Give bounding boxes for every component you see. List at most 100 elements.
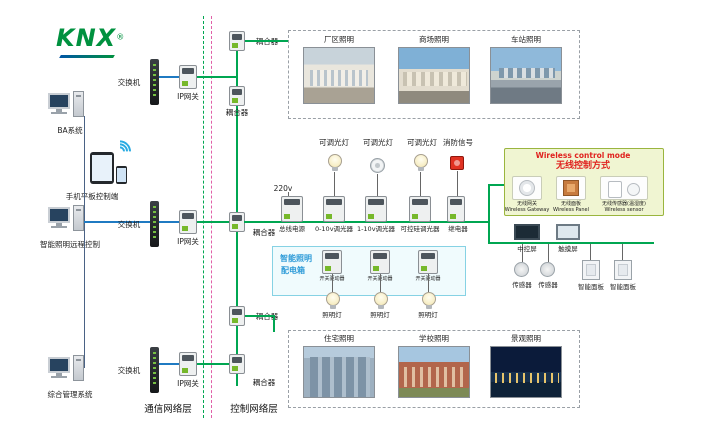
scene-label-residential: 住宅照明	[324, 334, 354, 343]
switch-top	[150, 59, 159, 105]
load-label-3: 可调光灯	[407, 138, 437, 147]
panel-stub-1	[590, 244, 591, 260]
phone-icon	[116, 166, 127, 184]
bus-right-horizontal	[488, 242, 654, 244]
monitor-stand	[56, 373, 62, 376]
wireless-humidity-sensor-icon	[627, 183, 640, 196]
wireless-panel-name: 无线面板	[560, 201, 581, 207]
knx-logo-text: KNX	[56, 24, 117, 52]
monitor-stand	[56, 109, 62, 112]
switch-actuator-1	[322, 250, 342, 274]
wireless-sensor-en: Wireless sensor	[604, 207, 644, 213]
layer-divider-pink	[211, 16, 212, 418]
dimmer-1-10v-label: 1-10v调光器	[356, 225, 396, 233]
dimmer-1-10v-module	[365, 196, 387, 222]
scr-dimmer-label: 可控硅调光器	[400, 225, 440, 233]
load-line-2	[377, 174, 378, 196]
line-switch-gateway-bottom	[159, 363, 179, 365]
monitor-stand	[56, 223, 62, 226]
wireless-gateway-tile	[512, 176, 542, 200]
scene-label-station: 车站照明	[511, 35, 541, 44]
ethernet-line-mid	[84, 221, 150, 223]
knx-logo: KNX®	[56, 24, 130, 60]
switch-actuator-3-label: 开关驱动器	[406, 276, 450, 282]
coupler-2	[229, 86, 245, 106]
monitor-icon	[48, 93, 70, 109]
switch-actuator-2-label: 开关驱动器	[358, 276, 402, 282]
switch-actuator-2	[370, 250, 390, 274]
mobile-terminal-label: 手机平板控制端	[65, 192, 119, 201]
wireless-gateway-icon	[519, 180, 535, 196]
smart-panel-icon-2	[614, 260, 632, 280]
scr-dimmer-module	[409, 196, 431, 222]
photo-station-lighting	[490, 47, 562, 104]
terminal-backbone-line	[84, 116, 85, 368]
bus-main-horizontal	[244, 221, 490, 223]
relay-module	[447, 196, 465, 222]
top-scenes-box	[288, 30, 580, 119]
ip-gateway-mid	[179, 210, 197, 234]
coupler-3-label: 耦合器	[252, 228, 276, 237]
monitor-icon	[48, 207, 70, 223]
dimmable-lamp-icon-1	[328, 154, 342, 171]
switch-actuator-3	[418, 250, 438, 274]
sensor-icon-1	[514, 262, 529, 277]
switch-bottom	[150, 347, 159, 393]
ip-gateway-top-label: IP网关	[177, 92, 199, 101]
scene-label-school: 学校照明	[419, 334, 449, 343]
lamp-line-1	[332, 274, 333, 292]
wireless-title-cn: 无线控制方式	[555, 161, 610, 171]
bus-power-label: 总线电源	[279, 225, 305, 233]
wireless-panel-icon	[563, 180, 579, 196]
line-gateway-bus-mid	[197, 221, 236, 223]
wireless-sensor-icon	[608, 181, 622, 198]
monitor-base	[51, 112, 67, 114]
knx-bus-line	[236, 36, 238, 386]
fire-alarm-icon	[450, 156, 464, 170]
monitor-base	[51, 376, 67, 378]
pc-management-system-label: 综合管理系统	[47, 390, 93, 399]
smart-panel-icon-1	[582, 260, 600, 280]
bottom-scenes-box	[288, 330, 580, 408]
line-switch-gateway-top	[159, 76, 179, 78]
load-label-2: 可调光灯	[363, 138, 393, 147]
bus-power-module	[281, 196, 303, 222]
wireless-panel-tile	[556, 176, 586, 200]
mains-220v-label: 220v	[273, 184, 293, 193]
lamp-label-1: 照明灯	[322, 311, 342, 319]
wireless-panel-en: Wireless Panel	[553, 207, 589, 213]
wireless-sensor-label: 无线传感器(温湿度) Wireless sensor	[594, 201, 654, 213]
photo-factory-lighting	[303, 47, 375, 104]
fire-signal-label: 消防信号	[443, 138, 473, 147]
pc-tower-icon	[73, 205, 84, 231]
touch-screen-label: 触摸屏	[558, 245, 578, 253]
dimmable-lamp-icon-2	[370, 158, 385, 173]
smart-panel-label-1: 智能面板	[578, 283, 604, 291]
load-label-1: 可调光灯	[319, 138, 349, 147]
coupler-4	[229, 306, 245, 326]
photo-school-lighting	[398, 346, 470, 398]
line-switch-gateway-mid	[159, 221, 179, 223]
line-bus-bottombox-v	[273, 315, 275, 332]
scene-label-mall: 商场照明	[419, 35, 449, 44]
wireless-sensor-name: 无线传感器(温湿度)	[602, 201, 646, 207]
wireless-panel-label: 无线面板 Wireless Panel	[544, 201, 598, 213]
line-to-wireless-box	[488, 184, 504, 186]
line-gateway-bus-top	[197, 76, 238, 78]
pc-remote-control	[48, 204, 86, 236]
sensor-label-2: 传感器	[538, 281, 558, 289]
pc-ba-system	[48, 90, 86, 122]
coupler-2-label: 耦合器	[225, 108, 249, 117]
central-control-screen-icon	[514, 224, 540, 240]
photo-residential-lighting	[303, 346, 375, 398]
registered-mark: ®	[116, 32, 125, 42]
ip-gateway-top	[179, 65, 197, 89]
switch-actuator-1-label: 开关驱动器	[310, 276, 354, 282]
lamp-label-3: 照明灯	[418, 311, 438, 319]
lamp-line-3	[428, 274, 429, 292]
wireless-sensor-tile	[600, 176, 648, 200]
layer-label-communication: 通信网络层	[144, 404, 192, 415]
photo-landscape-lighting	[490, 346, 562, 398]
line-bus-topbox	[245, 40, 289, 42]
scene-label-landscape: 景观照明	[511, 334, 541, 343]
